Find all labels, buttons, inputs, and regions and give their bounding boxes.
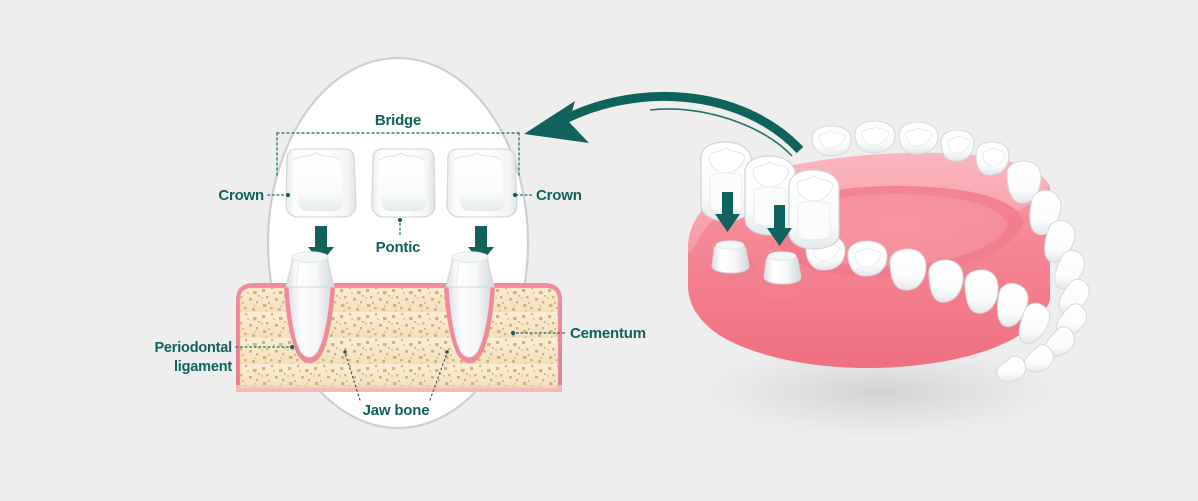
leader-dots-jawbone: [343, 350, 449, 354]
label-cementum: Cementum: [570, 325, 646, 342]
abutment-tooth-left: [284, 251, 335, 364]
label-bridge: Bridge: [375, 112, 421, 129]
crown-pontic: [371, 148, 436, 218]
arch-abutment-left: [711, 240, 750, 274]
crown-left: [285, 148, 357, 218]
label-periodontal-ligament-line1: Periodontal: [154, 340, 232, 356]
label-pontic: Pontic: [376, 239, 421, 256]
abutment-tooth-right: [444, 251, 495, 364]
arch-teeth-lower: [805, 234, 1051, 345]
leader-jawbone-left: [344, 352, 361, 401]
leader-lines-jawbone: [344, 352, 448, 401]
label-jaw-bone: Jaw bone: [363, 402, 430, 419]
dental-arch: [688, 120, 1090, 440]
leader-dots: [285, 192, 518, 350]
arch-bridge-prosthesis: [700, 141, 840, 250]
arch-arrow-right-icon: [767, 205, 792, 246]
arch-teeth-upper: [811, 120, 1090, 383]
bridge-bracket: [276, 132, 520, 176]
curved-arrow-icon: [524, 91, 804, 157]
label-periodontal-ligament-line2: ligament: [174, 359, 232, 375]
label-crown-left: Crown: [218, 187, 264, 204]
leader-jawbone-right: [429, 352, 448, 401]
jaw-bone-block: [236, 283, 562, 392]
crown-right: [446, 148, 518, 218]
label-crown-right: Crown: [536, 187, 582, 204]
leader-lines: [235, 194, 567, 348]
arch-abutment-right: [763, 251, 802, 285]
arch-arrow-left-icon: [715, 192, 740, 232]
